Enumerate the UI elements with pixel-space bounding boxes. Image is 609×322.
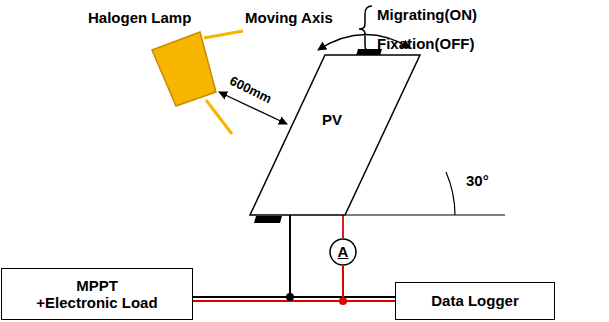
meter-symbol: A	[329, 238, 357, 266]
light-ray	[204, 31, 243, 38]
box-label: Data Logger	[431, 292, 519, 309]
angle-arc	[446, 172, 455, 215]
horizontal-line	[345, 214, 505, 215]
panel-outline	[250, 55, 420, 215]
panel-shape	[250, 55, 420, 215]
mode-label: Fixation(OFF)	[377, 35, 475, 52]
light-ray	[206, 100, 232, 134]
wire	[343, 266, 395, 301]
dimension: 600mm	[227, 74, 274, 107]
brace	[359, 6, 372, 52]
wire	[193, 266, 343, 301]
halogen-lamp	[152, 32, 216, 106]
box-label: MPPT +Electronic Load	[35, 277, 159, 312]
wire	[342, 215, 344, 238]
pv-panel: PV	[250, 55, 420, 215]
panel-label: PV	[322, 111, 342, 128]
angle-label: 30°	[466, 172, 489, 189]
meter-circle	[330, 239, 356, 265]
mode-label: Migrating(ON)	[377, 6, 477, 23]
mppt-box: MPPT +Electronic Load	[1, 268, 193, 320]
junction-dot	[339, 297, 347, 305]
mount-mark	[254, 216, 282, 223]
junction-dot	[286, 293, 294, 301]
wire	[193, 215, 290, 297]
ammeter: A	[329, 238, 357, 266]
axis-label: Moving Axis	[245, 9, 333, 26]
logger-box: Data Logger	[395, 282, 555, 320]
lamp-label: Halogen Lamp	[88, 9, 191, 26]
